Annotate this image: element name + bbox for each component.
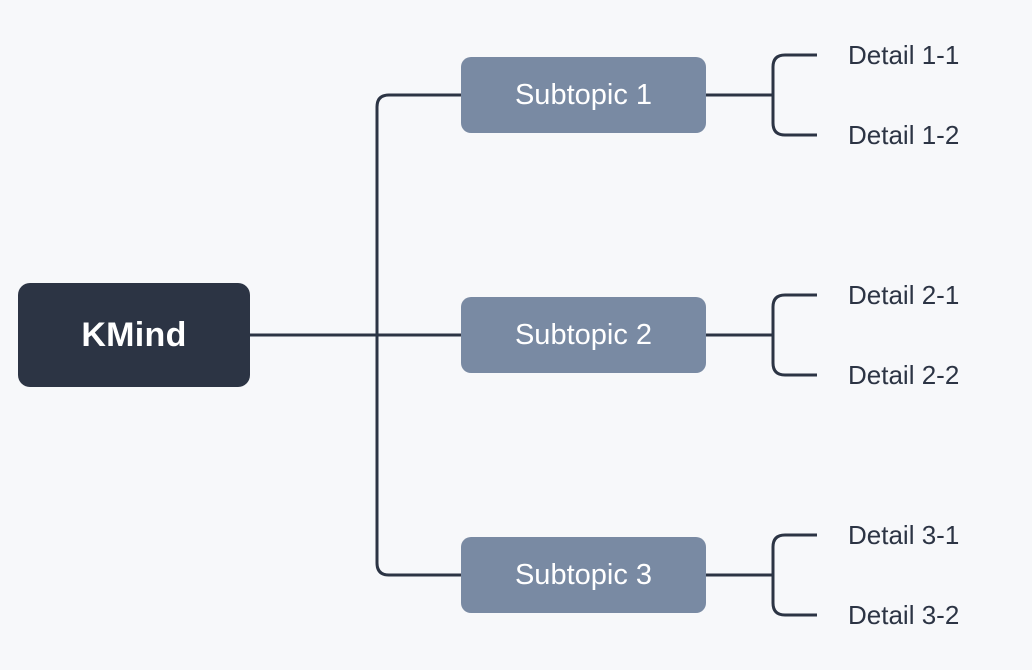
detail-label[interactable]: Detail 2-2 <box>848 360 960 390</box>
root-node-label: KMind <box>81 315 187 354</box>
branch-node[interactable]: Subtopic 1 <box>461 57 706 133</box>
branch-node-label: Subtopic 2 <box>514 318 653 351</box>
detail-label[interactable]: Detail 3-2 <box>848 600 960 630</box>
branch-node-label: Subtopic 3 <box>514 558 653 591</box>
detail-label[interactable]: Detail 1-2 <box>848 120 960 150</box>
branch-node[interactable]: Subtopic 3 <box>461 537 706 613</box>
spine-connector-down <box>375 335 461 577</box>
branch-node-label: Subtopic 1 <box>514 78 653 111</box>
detail-bracket-connector <box>771 533 817 617</box>
detail-bracket-connector <box>771 293 817 377</box>
detail-label[interactable]: Detail 1-1 <box>848 40 960 70</box>
detail-label[interactable]: Detail 3-1 <box>848 520 960 550</box>
spine-connector-up <box>375 93 461 335</box>
root-node[interactable]: KMind <box>18 283 250 387</box>
branch-node[interactable]: Subtopic 2 <box>461 297 706 373</box>
detail-label[interactable]: Detail 2-1 <box>848 280 960 310</box>
detail-bracket-connector <box>771 53 817 137</box>
